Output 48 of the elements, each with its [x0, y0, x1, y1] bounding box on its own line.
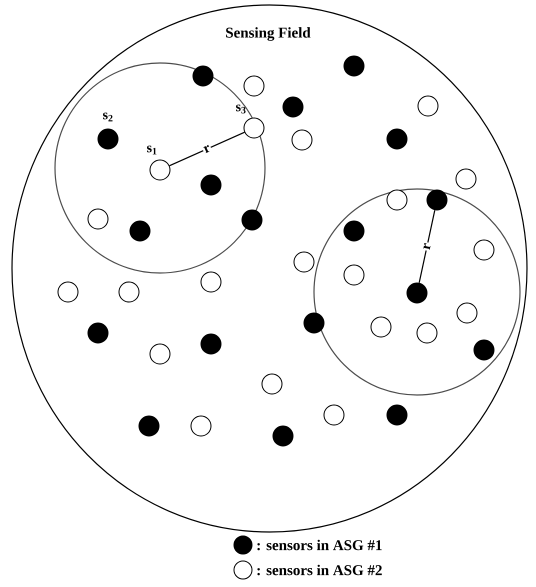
sensor-dot: [282, 96, 304, 118]
sensor-dot: [416, 322, 438, 344]
sensor-dot: [190, 416, 212, 436]
sensor-dot: [130, 220, 150, 242]
sensor-dot: [418, 96, 438, 116]
sensor-dot: [292, 130, 312, 150]
sensor-dot: [456, 168, 476, 190]
sensor-dot: [386, 404, 408, 426]
edge-label: r: [423, 243, 430, 250]
sensor-dot: [344, 264, 364, 286]
sensor-dot: [272, 426, 294, 446]
radius-line: [418, 210, 436, 283]
sensor-dot: [294, 252, 314, 272]
sensor-dot: [324, 404, 344, 426]
sensor-dot: [426, 190, 448, 210]
legend-text: : sensors in ASG #1: [257, 540, 382, 550]
sensor-dot: [58, 282, 78, 302]
sensor-dot: [150, 160, 170, 180]
sensor-dot: [262, 374, 282, 394]
edge-label: r: [203, 144, 210, 154]
sensor-label: s$_{3}$: [236, 104, 246, 114]
sensor-dot: [242, 210, 262, 230]
sensor-dot: [98, 128, 118, 150]
sensor-dot: [474, 340, 494, 360]
sensor-dot: [244, 118, 264, 138]
sensor-dot: [474, 240, 494, 260]
sensor-dot: [192, 66, 214, 86]
sensor-dot: [370, 316, 392, 338]
sensor-dot: [304, 312, 324, 334]
sensor-dot: [88, 322, 108, 344]
sensor-dot: [386, 190, 408, 210]
sensor-dot: [344, 220, 364, 242]
sensor-dot: [88, 208, 108, 230]
sensor-dot: [150, 344, 170, 364]
sensor-dot: [200, 174, 222, 196]
sensor-dot: [200, 272, 222, 292]
sensor-dot: [456, 302, 478, 324]
sensor-dot: [344, 56, 364, 76]
sensor-dot: [244, 76, 264, 96]
sensor-dot: [200, 334, 222, 354]
sensor-dot: [138, 416, 160, 436]
sensor-label: s$_{2}$: [103, 112, 112, 122]
sensor-dot: [406, 282, 428, 304]
radius-line: [169, 132, 245, 166]
legend-text: : sensors in ASG #2: [257, 564, 382, 576]
sensor-label: s$_{1}$: [147, 146, 156, 154]
sensor-dot: [118, 282, 140, 302]
sensor-dot: [386, 128, 408, 150]
